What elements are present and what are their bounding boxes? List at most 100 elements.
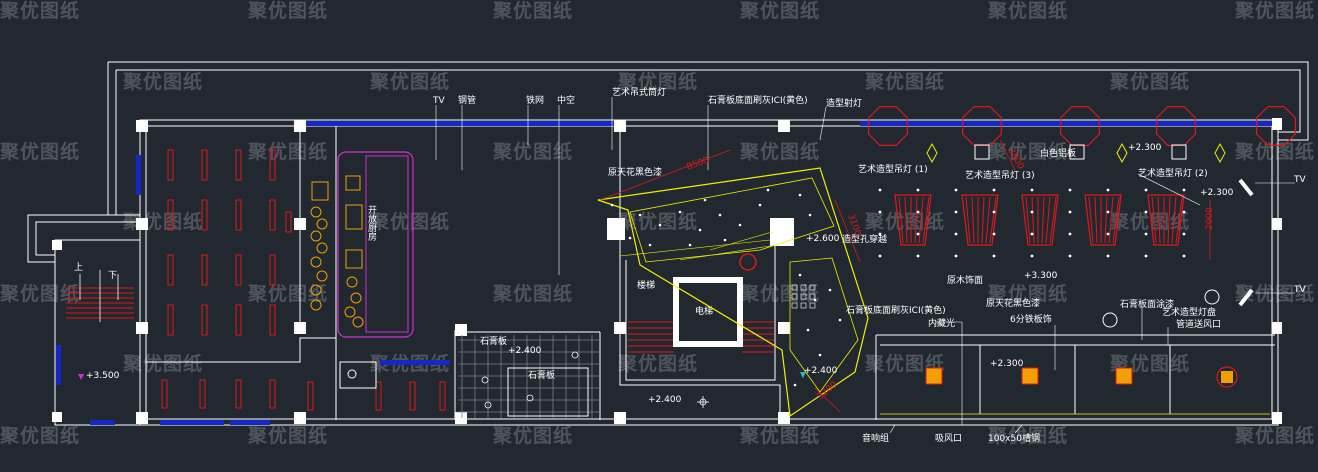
spotlight <box>648 243 652 247</box>
label-original-ceiling-black: 原天花黑色漆 <box>608 166 662 178</box>
chandelier-strand <box>971 196 975 244</box>
spotlight <box>1106 210 1110 214</box>
burner <box>344 306 356 318</box>
watermark: 聚优图纸 <box>987 282 1068 305</box>
elevation-label: +2.300 <box>1200 188 1234 198</box>
cabinet <box>339 361 377 389</box>
wall-light-diamond <box>1116 142 1128 164</box>
spotlight <box>1144 210 1148 214</box>
label-gypsum-ici-yellow: 石膏板底面刷灰ICI(黄色) <box>846 304 946 316</box>
stair-wing-wall <box>27 214 140 263</box>
dining-light-bar <box>199 379 206 409</box>
art-lamp-disc <box>1216 366 1238 388</box>
dining-light-bar <box>161 379 168 409</box>
spotlight-square <box>800 302 807 309</box>
spotlight <box>878 232 882 236</box>
grid-light <box>484 401 492 409</box>
dining-light-bar <box>235 304 242 336</box>
art-chandelier <box>1021 194 1059 246</box>
column <box>52 240 62 250</box>
spotlight <box>798 273 802 277</box>
chandelier-body <box>1021 194 1059 246</box>
open-kitchen: 开放厨房 <box>310 151 414 338</box>
window-inner <box>380 360 450 365</box>
column <box>614 120 626 132</box>
spotlight <box>1030 210 1034 214</box>
grid-light <box>526 394 534 402</box>
label-speaker-group: 音响组 <box>862 432 889 444</box>
spotlight <box>954 188 958 192</box>
watermark: 聚优图纸 <box>739 0 820 22</box>
column <box>1272 218 1282 230</box>
chandelier-body <box>1084 194 1122 246</box>
burner <box>346 276 358 288</box>
feature-ceiling-inner <box>789 257 859 393</box>
columns <box>52 118 1282 424</box>
dining-light-bar <box>375 381 382 411</box>
column <box>294 120 306 132</box>
watermark: 聚优图纸 <box>0 424 80 447</box>
annotations: TV 钢管 铁网 中空 艺术吊式筒灯 石膏板底面刷灰ICI(黄色) 造型射灯 原… <box>432 86 1306 444</box>
ceiling-spotlights <box>610 188 842 387</box>
dining-light-bar <box>439 381 446 411</box>
watermark: 聚优图纸 <box>0 282 80 305</box>
windows <box>56 121 1272 425</box>
dimension-label: 2000 <box>1205 207 1215 230</box>
ray <box>709 231 773 251</box>
watermark: 聚优图纸 <box>739 282 820 305</box>
spotlight <box>818 353 822 357</box>
chandelier-strand <box>1108 196 1114 244</box>
spotlight <box>1182 232 1186 236</box>
watermark: 聚优图纸 <box>864 210 945 233</box>
elevation-label: +2.300 <box>990 359 1024 369</box>
watermark: 聚优图纸 <box>369 70 450 93</box>
column <box>136 218 148 230</box>
dining-light-bar <box>235 254 242 286</box>
column <box>455 324 467 336</box>
dining-light-bar <box>167 149 174 181</box>
chandelier-strand <box>1112 196 1120 244</box>
art-pendant <box>739 253 757 271</box>
spotlight <box>954 254 958 258</box>
burner <box>310 256 322 268</box>
south-room-fixtures <box>880 178 1270 415</box>
elevation-label: +3.500 <box>86 371 120 381</box>
sink <box>345 204 363 230</box>
wall-light-diamond <box>1214 142 1226 164</box>
window-stair <box>56 345 61 385</box>
watermark: 聚优图纸 <box>122 352 203 375</box>
ray <box>679 245 771 261</box>
spotlight <box>1106 232 1110 236</box>
spotlight <box>992 210 996 214</box>
label-channel-steel: 100x50槽钢 <box>988 432 1040 444</box>
oven <box>345 249 363 269</box>
chandelier-strand <box>918 196 924 244</box>
watermark: 聚优图纸 <box>1234 0 1315 22</box>
watermark: 聚优图纸 <box>247 0 328 22</box>
spotlight <box>688 243 692 247</box>
window-north <box>306 121 614 126</box>
watermark: 聚优图纸 <box>617 70 698 93</box>
watermark: 聚优图纸 <box>739 424 820 447</box>
chandelier-strand <box>904 196 908 244</box>
spotlight <box>658 223 662 227</box>
label-iron-plate: 6分铁板饰 <box>1010 313 1052 325</box>
spotlight <box>954 232 958 236</box>
spotlight-square <box>800 284 807 291</box>
spotlight <box>916 188 920 192</box>
label-duct-outlet: 管道送风口 <box>1176 318 1221 330</box>
label-art-chandelier-1: 艺术造型吊灯 (1) <box>858 163 928 175</box>
dining-light-bar <box>167 304 174 336</box>
dining-light-bar <box>201 304 208 336</box>
dining-light-bar <box>409 381 416 411</box>
window-south <box>90 420 115 425</box>
spotlight <box>916 232 920 236</box>
dining-fixtures <box>161 149 446 411</box>
watermark: 聚优图纸 <box>987 140 1068 163</box>
light-box <box>1171 144 1187 160</box>
watermark: 聚优图纸 <box>122 70 203 93</box>
column <box>455 412 467 424</box>
burner <box>316 242 328 254</box>
spotlight <box>806 328 810 332</box>
